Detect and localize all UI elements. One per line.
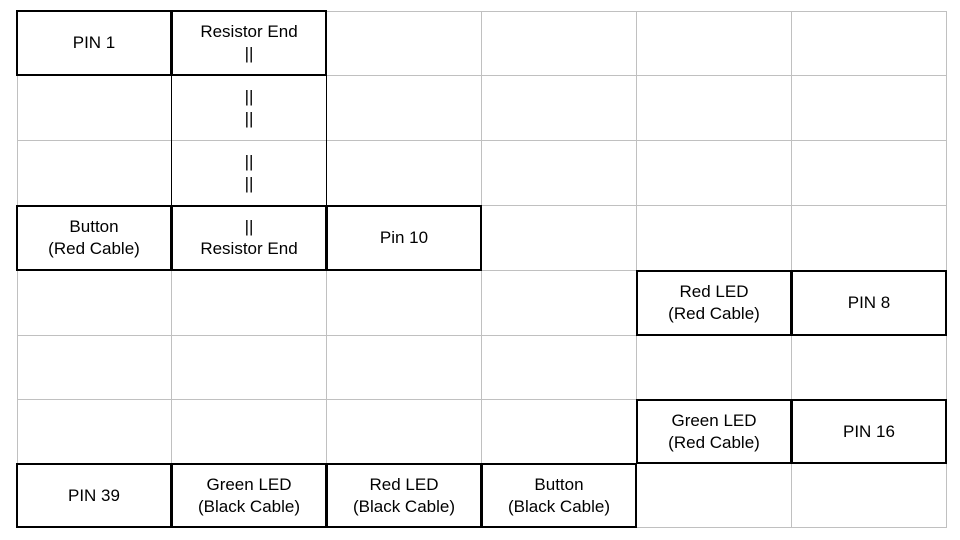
- cell-text: Red LED (Red Cable): [668, 281, 760, 325]
- grid-cell: [17, 336, 172, 400]
- cell-resistor-mid-2: || ||: [171, 140, 327, 206]
- cell-line: ||: [244, 217, 254, 236]
- cell-pin-39: PIN 39: [16, 463, 172, 528]
- grid-cell: [17, 271, 172, 336]
- cell-pin-10: Pin 10: [326, 205, 482, 271]
- grid-cell: [637, 76, 792, 141]
- grid-cell: [327, 76, 482, 141]
- cell-button-black-cable: Button(Black Cable): [481, 463, 637, 528]
- wiring-grid: PIN 1 Resistor End || || || || || Button (Red Ca…: [16, 10, 947, 528]
- grid-cell: [172, 271, 327, 336]
- cell-line: (Black Cable): [352, 496, 456, 516]
- cell-text: PIN 8: [848, 292, 891, 314]
- grid-cell: [17, 400, 172, 464]
- cell-text: Red LED(Black Cable): [353, 474, 455, 518]
- cell-line: Button: [69, 217, 119, 236]
- grid-cell: [637, 11, 792, 76]
- cell-line: PIN 8: [847, 293, 891, 312]
- cell-pin-16: PIN 16: [791, 399, 947, 464]
- grid-cell: [792, 336, 947, 400]
- cell-pin-1: PIN 1: [16, 10, 172, 76]
- grid-cell: [792, 206, 947, 271]
- grid-cell: [482, 76, 637, 141]
- cell-line: Button: [534, 474, 584, 494]
- grid-cell: [172, 336, 327, 400]
- grid-cell: [792, 76, 947, 141]
- cell-line: ||: [244, 109, 254, 128]
- cell-text: Resistor End ||: [200, 21, 297, 65]
- cell-text: Button (Red Cable): [48, 216, 140, 260]
- cell-text: Green LED(Black Cable): [198, 474, 300, 518]
- cell-line: ||: [244, 44, 254, 63]
- cell-resistor-end-top: Resistor End ||: [171, 10, 327, 76]
- cell-line: PIN 1: [72, 33, 116, 52]
- cell-red-led-black-cable: Red LED(Black Cable): [326, 463, 482, 528]
- grid-cell: [482, 400, 637, 464]
- cell-line: PIN 16: [843, 421, 895, 441]
- grid-cell: [637, 206, 792, 271]
- grid-cell: [482, 141, 637, 206]
- cell-line: (Black Cable): [197, 496, 301, 516]
- cell-green-led-red-cable: Green LED(Red Cable): [636, 399, 792, 464]
- cell-resistor-mid-1: || ||: [171, 75, 327, 141]
- grid-cell: [792, 464, 947, 528]
- grid-cell: [482, 206, 637, 271]
- cell-red-led-red-cable: Red LED (Red Cable): [636, 270, 792, 336]
- cell-text: Green LED(Red Cable): [668, 410, 760, 454]
- grid-cell: [172, 400, 327, 464]
- cell-line: PIN 39: [68, 485, 120, 505]
- cell-pin-8: PIN 8: [791, 270, 947, 336]
- cell-line: Red LED: [369, 474, 439, 494]
- cell-green-led-black-cable: Green LED(Black Cable): [171, 463, 327, 528]
- cell-line: Red LED: [679, 282, 749, 301]
- cell-text: || Resistor End: [200, 216, 297, 260]
- grid-cell: [637, 336, 792, 400]
- grid-cell: [17, 76, 172, 141]
- cell-text: Button(Black Cable): [508, 474, 610, 518]
- grid-cell: [327, 11, 482, 76]
- cell-line: ||: [244, 174, 254, 193]
- cell-text: || ||: [245, 86, 254, 130]
- grid-cell: [482, 336, 637, 400]
- grid-cell: [327, 141, 482, 206]
- cell-text: Pin 10: [380, 227, 428, 249]
- grid-cell: [327, 336, 482, 400]
- cell-line: Green LED: [206, 474, 292, 494]
- cell-text: PIN 16: [843, 421, 895, 443]
- grid-cell: [637, 464, 792, 528]
- cell-line: Resistor End: [200, 22, 298, 41]
- cell-line: ||: [244, 152, 254, 171]
- grid-cell: [792, 141, 947, 206]
- cell-resistor-end-bottom: || Resistor End: [171, 205, 327, 271]
- cell-line: (Red Cable): [668, 432, 760, 452]
- cell-line: Resistor End: [200, 239, 298, 258]
- grid-cell: [482, 11, 637, 76]
- cell-line: (Black Cable): [507, 496, 611, 516]
- cell-line: Pin 10: [379, 228, 429, 247]
- cell-text: || ||: [245, 151, 254, 195]
- cell-text: PIN 1: [73, 32, 116, 54]
- cell-text: PIN 39: [68, 485, 120, 507]
- cell-line: (Red Cable): [48, 239, 140, 258]
- grid-cell: [17, 141, 172, 206]
- grid-cell: [792, 11, 947, 76]
- grid-cell: [482, 271, 637, 336]
- grid-cell: [327, 400, 482, 464]
- cell-line: ||: [244, 87, 254, 106]
- cell-line: Green LED: [671, 410, 757, 430]
- cell-button-red-cable: Button (Red Cable): [16, 205, 172, 271]
- grid-cell: [327, 271, 482, 336]
- cell-line: (Red Cable): [668, 304, 760, 323]
- grid-cell: [637, 141, 792, 206]
